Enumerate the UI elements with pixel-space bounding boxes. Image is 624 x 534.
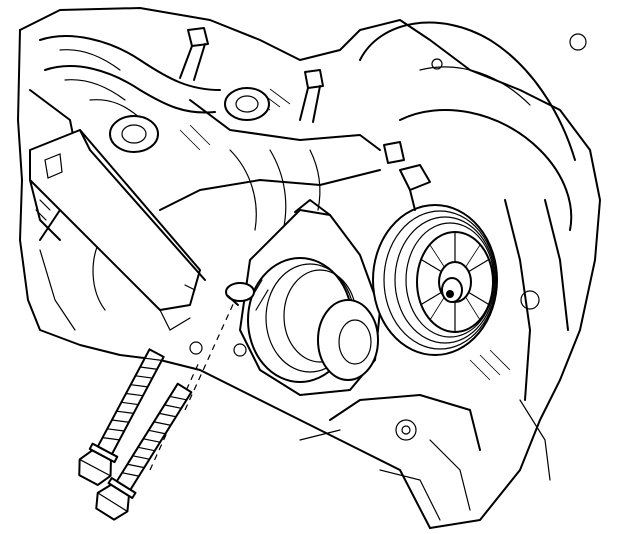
- bracket-module-icon: [29, 129, 206, 331]
- belt-tensioner-icon: [225, 199, 381, 396]
- alignment-line: [184, 299, 236, 411]
- boss-icon: [109, 87, 270, 153]
- bolt-icon: [95, 382, 193, 521]
- bolt-icon: [78, 348, 165, 486]
- pulley-icon: [372, 204, 498, 356]
- stud-icon: [179, 27, 324, 123]
- bolt-icon: [383, 141, 431, 211]
